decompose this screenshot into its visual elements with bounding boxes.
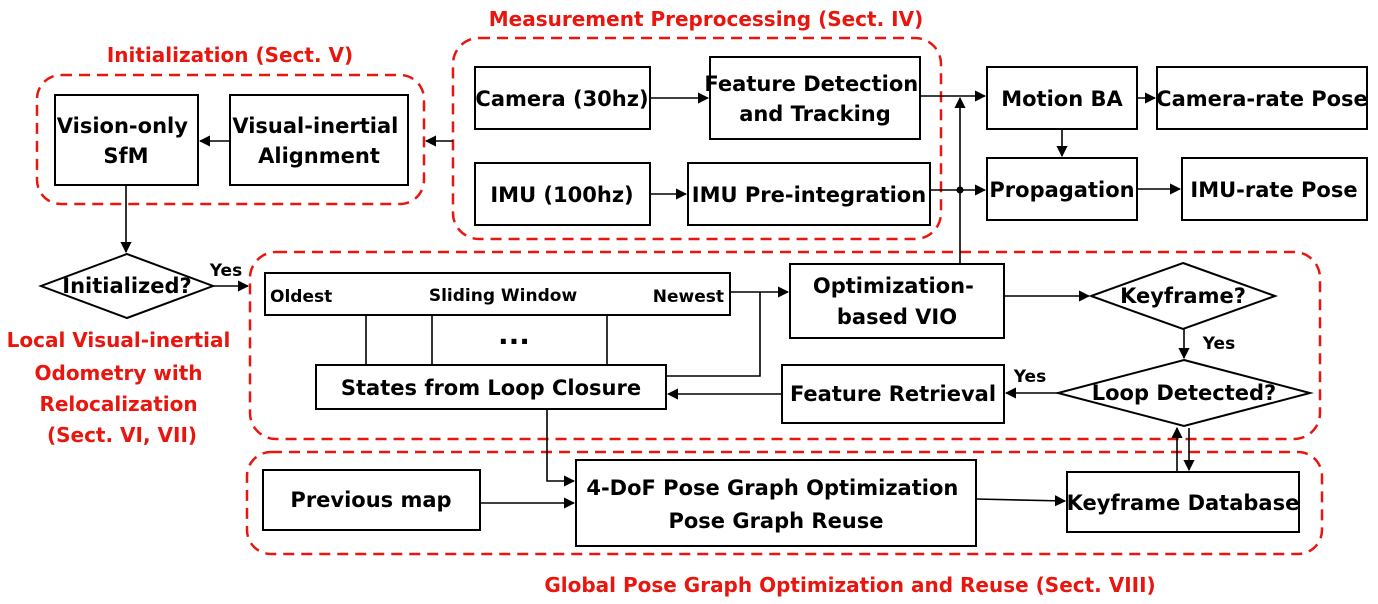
node-visual-inertial-alignment (229, 94, 409, 186)
node-feature-detection (709, 56, 921, 140)
node-imu-preintegration (687, 162, 931, 226)
group-local-vio (248, 250, 1322, 441)
decision-initialized-label: Initialized? (62, 274, 191, 298)
sliding-window-newest: Newest (653, 287, 724, 307)
node-previous-map-label: Previous map (290, 488, 451, 512)
edge-posegraph-to-database (975, 495, 1067, 507)
group-label-global: Global Pose Graph Optimization and Reuse… (544, 573, 1155, 597)
node-propagation-label: Propagation (989, 178, 1134, 202)
edge-states-to-vio (666, 292, 761, 377)
node-imu-rate-pose-label: IMU-rate Pose (1190, 178, 1357, 202)
decision-keyframe-label: Keyframe? (1120, 284, 1246, 308)
node-camera-rate-pose-label: Camera-rate Pose (1156, 87, 1368, 111)
decision-loop-detected (1054, 358, 1314, 428)
sliding-window-title: Sliding Window (429, 286, 578, 306)
group-label-local-vio: Local Visual-inertial Odometry with Relo… (7, 328, 238, 447)
edge-states-to-posegraph (546, 409, 576, 487)
node-optimization-vio-label: Optimization- based VIO (813, 274, 981, 329)
node-vision-only-sfm-label: Vision-only SfM (57, 114, 195, 168)
node-sliding-window (264, 272, 731, 316)
node-visual-inertial-alignment-label: Visual-inertial Alignment (232, 114, 405, 168)
node-imu-label: IMU (100hz) (490, 183, 633, 207)
sliding-window-oldest: Oldest (270, 287, 332, 307)
node-camera-label: Camera (30hz) (475, 87, 648, 111)
node-vision-only-sfm (54, 94, 199, 186)
group-global-pose-graph (245, 450, 1324, 556)
node-imu-rate-pose (1181, 157, 1368, 221)
edge-label-loop-yes: Yes (1013, 367, 1046, 387)
group-label-measurement: Measurement Preprocessing (Sect. IV) (489, 7, 923, 31)
node-previous-map (262, 469, 481, 531)
node-propagation (986, 157, 1138, 221)
node-keyframe-database-label: Keyframe Database (1067, 491, 1300, 515)
node-pose-graph (575, 459, 977, 547)
group-initialization (35, 73, 426, 206)
edge-label-initialized-yes: Yes (209, 261, 242, 281)
node-optimization-vio (789, 263, 1005, 339)
node-motion-ba-label: Motion BA (1001, 87, 1123, 111)
edge-label-keyframe-yes: Yes (1202, 334, 1235, 354)
node-keyframe-database (1066, 471, 1300, 533)
node-states-from-loop-closure-label: States from Loop Closure (341, 376, 641, 400)
decision-initialized (38, 252, 216, 320)
node-pose-graph-label: 4-DoF Pose Graph Optimization Pose Graph… (586, 476, 965, 533)
decision-loop-detected-label: Loop Detected? (1092, 381, 1276, 405)
node-imu-preintegration-label: IMU Pre-integration (692, 183, 926, 207)
node-feature-detection-label: Feature Detection and Tracking (704, 72, 925, 126)
node-motion-ba (986, 66, 1138, 130)
group-label-initialization: Initialization (Sect. V) (107, 43, 353, 67)
sliding-window-ellipsis: ... (498, 318, 530, 351)
node-camera-rate-pose (1156, 66, 1368, 130)
node-feature-retrieval-label: Feature Retrieval (790, 382, 996, 406)
node-states-from-loop-closure (315, 364, 667, 410)
decision-keyframe (1088, 261, 1278, 331)
group-measurement-preprocessing (451, 36, 943, 241)
